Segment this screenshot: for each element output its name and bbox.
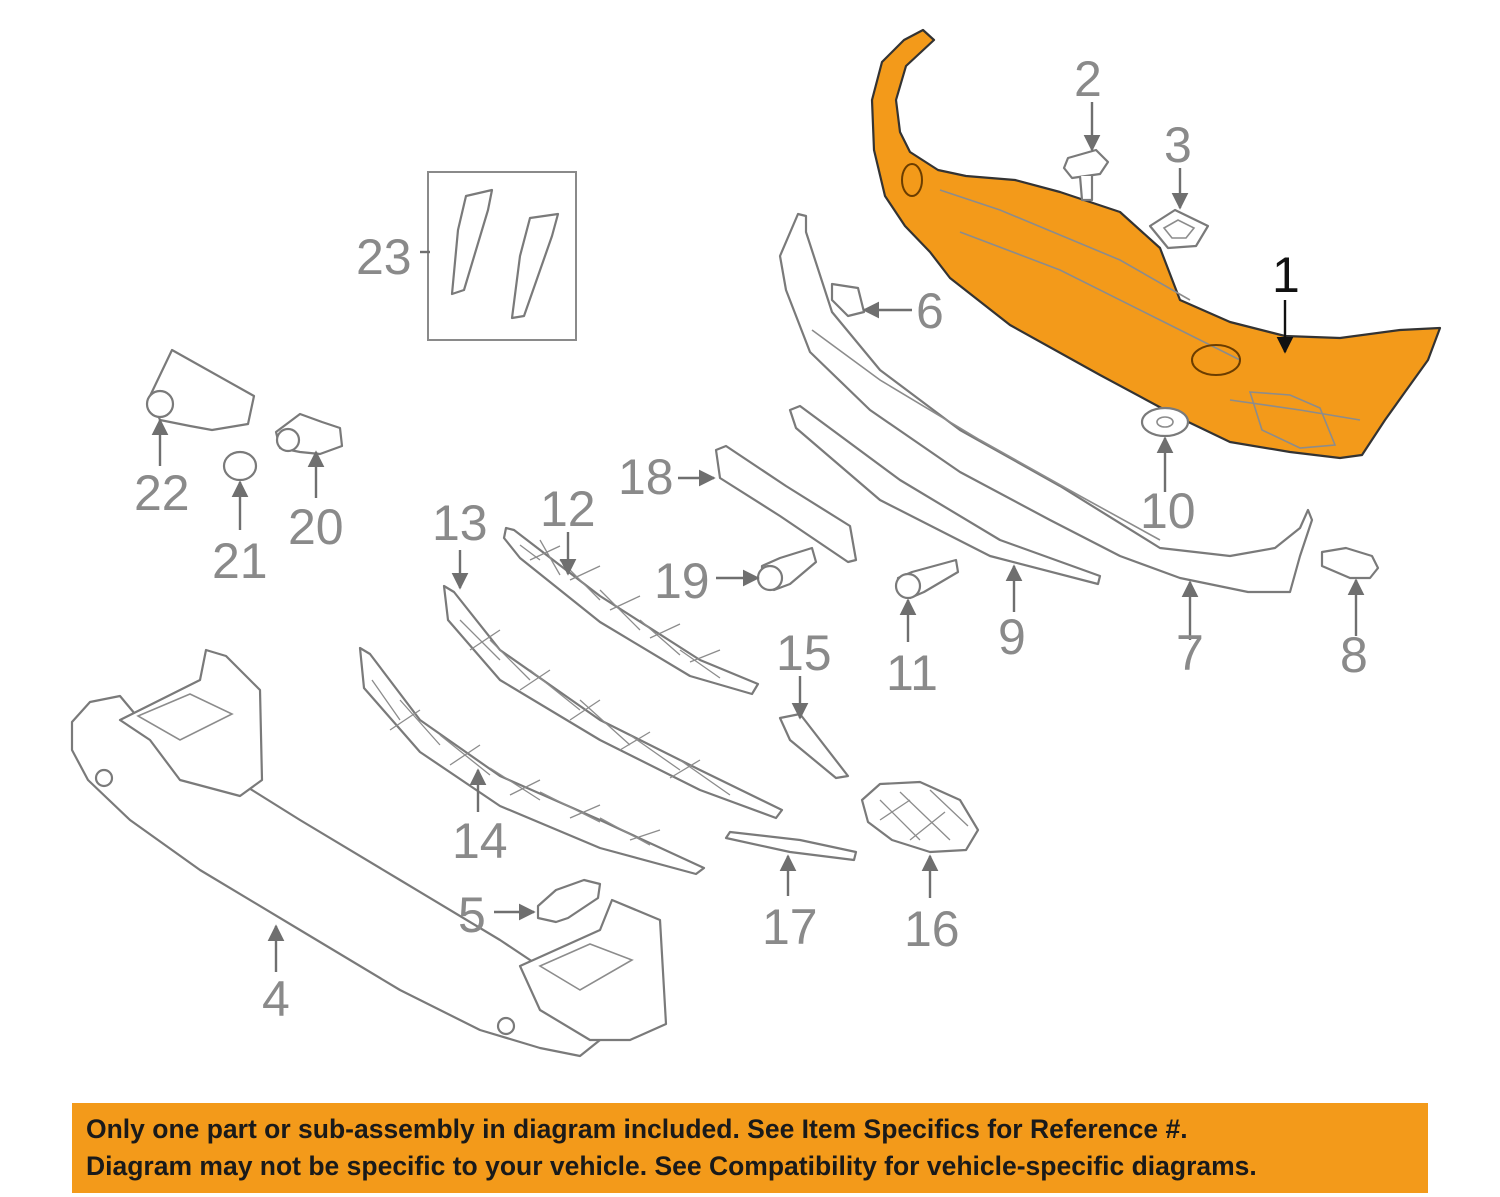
- cap-part-6: [830, 282, 866, 318]
- strip-part-17: [724, 830, 858, 862]
- callout-10: 10: [1140, 483, 1196, 539]
- callout-2: 2: [1074, 51, 1102, 107]
- trim-part-15: [778, 712, 850, 780]
- callout-5: 5: [458, 887, 486, 943]
- callout-4: 4: [262, 971, 290, 1027]
- sensor-part-20: [274, 412, 344, 456]
- bolt-part-2: [1062, 148, 1110, 202]
- callout-16: 16: [904, 901, 960, 957]
- bolt-part-5: [536, 878, 602, 924]
- callout-19: 19: [654, 553, 710, 609]
- callout-3: 3: [1164, 117, 1192, 173]
- callout-9: 9: [998, 609, 1026, 665]
- callout-17: 17: [762, 899, 818, 955]
- callout-18: 18: [618, 449, 674, 505]
- callout-14: 14: [452, 813, 508, 869]
- bolt-part-8: [1320, 546, 1380, 580]
- bumper-cover-part: [870, 28, 1442, 460]
- callout-12: 12: [540, 481, 596, 537]
- disclaimer-line-1: Only one part or sub-assembly in diagram…: [86, 1114, 1188, 1144]
- callout-20: 20: [288, 499, 344, 555]
- callout-23: 23: [356, 229, 412, 285]
- callout-21: 21: [212, 533, 268, 589]
- fog-lamp-bezel-part-16: [860, 780, 980, 854]
- callout-8: 8: [1340, 627, 1368, 683]
- lower-grille-part-14: [358, 646, 706, 876]
- callout-7: 7: [1176, 625, 1204, 681]
- screw-part-11: [894, 558, 960, 600]
- plate-part-18: [714, 444, 858, 564]
- upper-grille-part-12: [502, 526, 760, 696]
- lower-spoiler-part-7: [778, 212, 1314, 594]
- callout-15: 15: [776, 625, 832, 681]
- bracket-set-part-23: [427, 171, 577, 341]
- main-grille-part-13: [442, 584, 784, 820]
- parts-diagram: 1 2 3 4 5 6 7 8 9 10 11 12 13 14 15 16 1…: [70, 28, 1442, 1058]
- washer-part-10: [1140, 406, 1190, 438]
- callout-labels: 1 2 3 4 5 6 7 8 9 10 11 12 13 14 15 16 1…: [134, 51, 1368, 1027]
- disclaimer-line-2: Diagram may not be specific to your vehi…: [86, 1151, 1257, 1181]
- sensor-bracket-part-22: [145, 348, 256, 432]
- molding-part-9: [788, 404, 1102, 586]
- callout-6: 6: [916, 283, 944, 339]
- callout-22: 22: [134, 465, 190, 521]
- callout-1: 1: [1272, 247, 1300, 303]
- reinforcement-bar-part-4: [70, 648, 668, 1058]
- clip-nut-part-3: [1148, 208, 1210, 250]
- leader-lines: [151, 102, 1365, 972]
- screw-part-19: [756, 546, 818, 592]
- grommet-part-21: [222, 450, 258, 482]
- callout-13: 13: [432, 495, 488, 551]
- disclaimer-banner: Only one part or sub-assembly in diagram…: [72, 1103, 1428, 1193]
- callout-11: 11: [886, 645, 938, 701]
